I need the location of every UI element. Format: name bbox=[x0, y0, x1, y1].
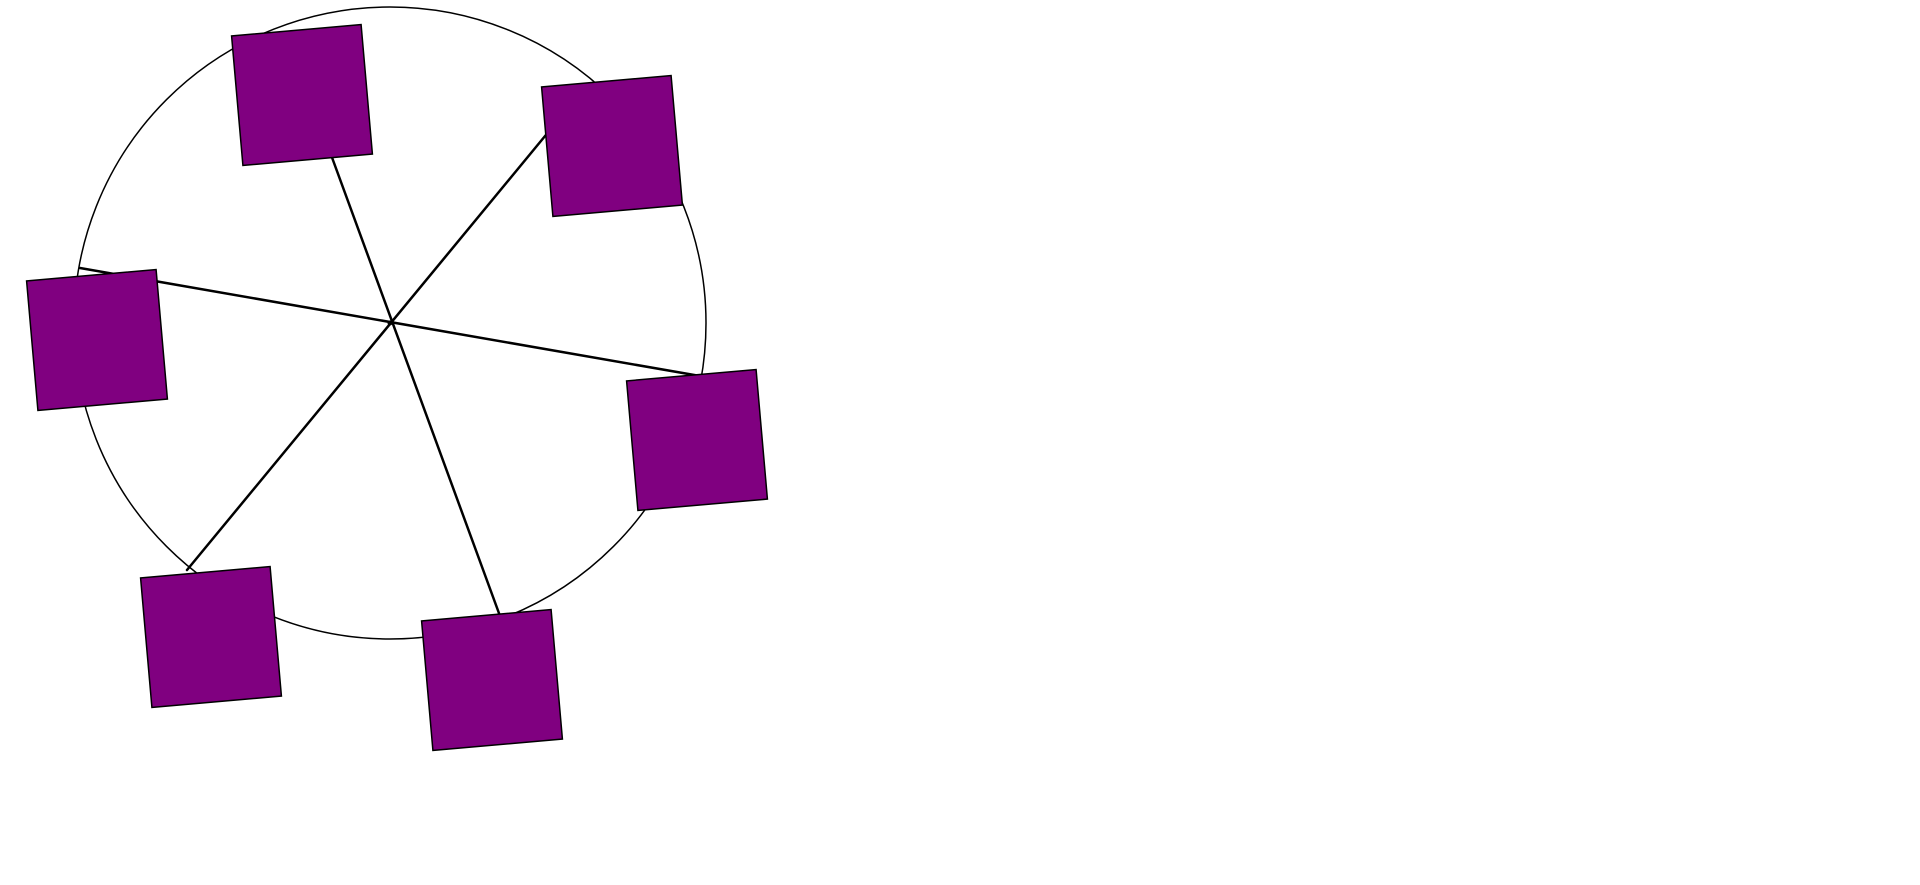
spokes bbox=[78, 128, 702, 618]
wheel-spoke-2 bbox=[185, 128, 552, 572]
gondola-icon-2 bbox=[540, 74, 684, 218]
gondolas bbox=[25, 23, 769, 752]
gondola-icon-1 bbox=[230, 23, 374, 167]
gondola-icon-4 bbox=[625, 368, 769, 512]
gondola-icon-5 bbox=[139, 565, 283, 709]
hub-icon bbox=[387, 320, 393, 326]
gondola-icon-6 bbox=[420, 608, 564, 752]
gondola-icon-3 bbox=[25, 268, 169, 412]
wheel-spoke-1 bbox=[328, 150, 502, 618]
